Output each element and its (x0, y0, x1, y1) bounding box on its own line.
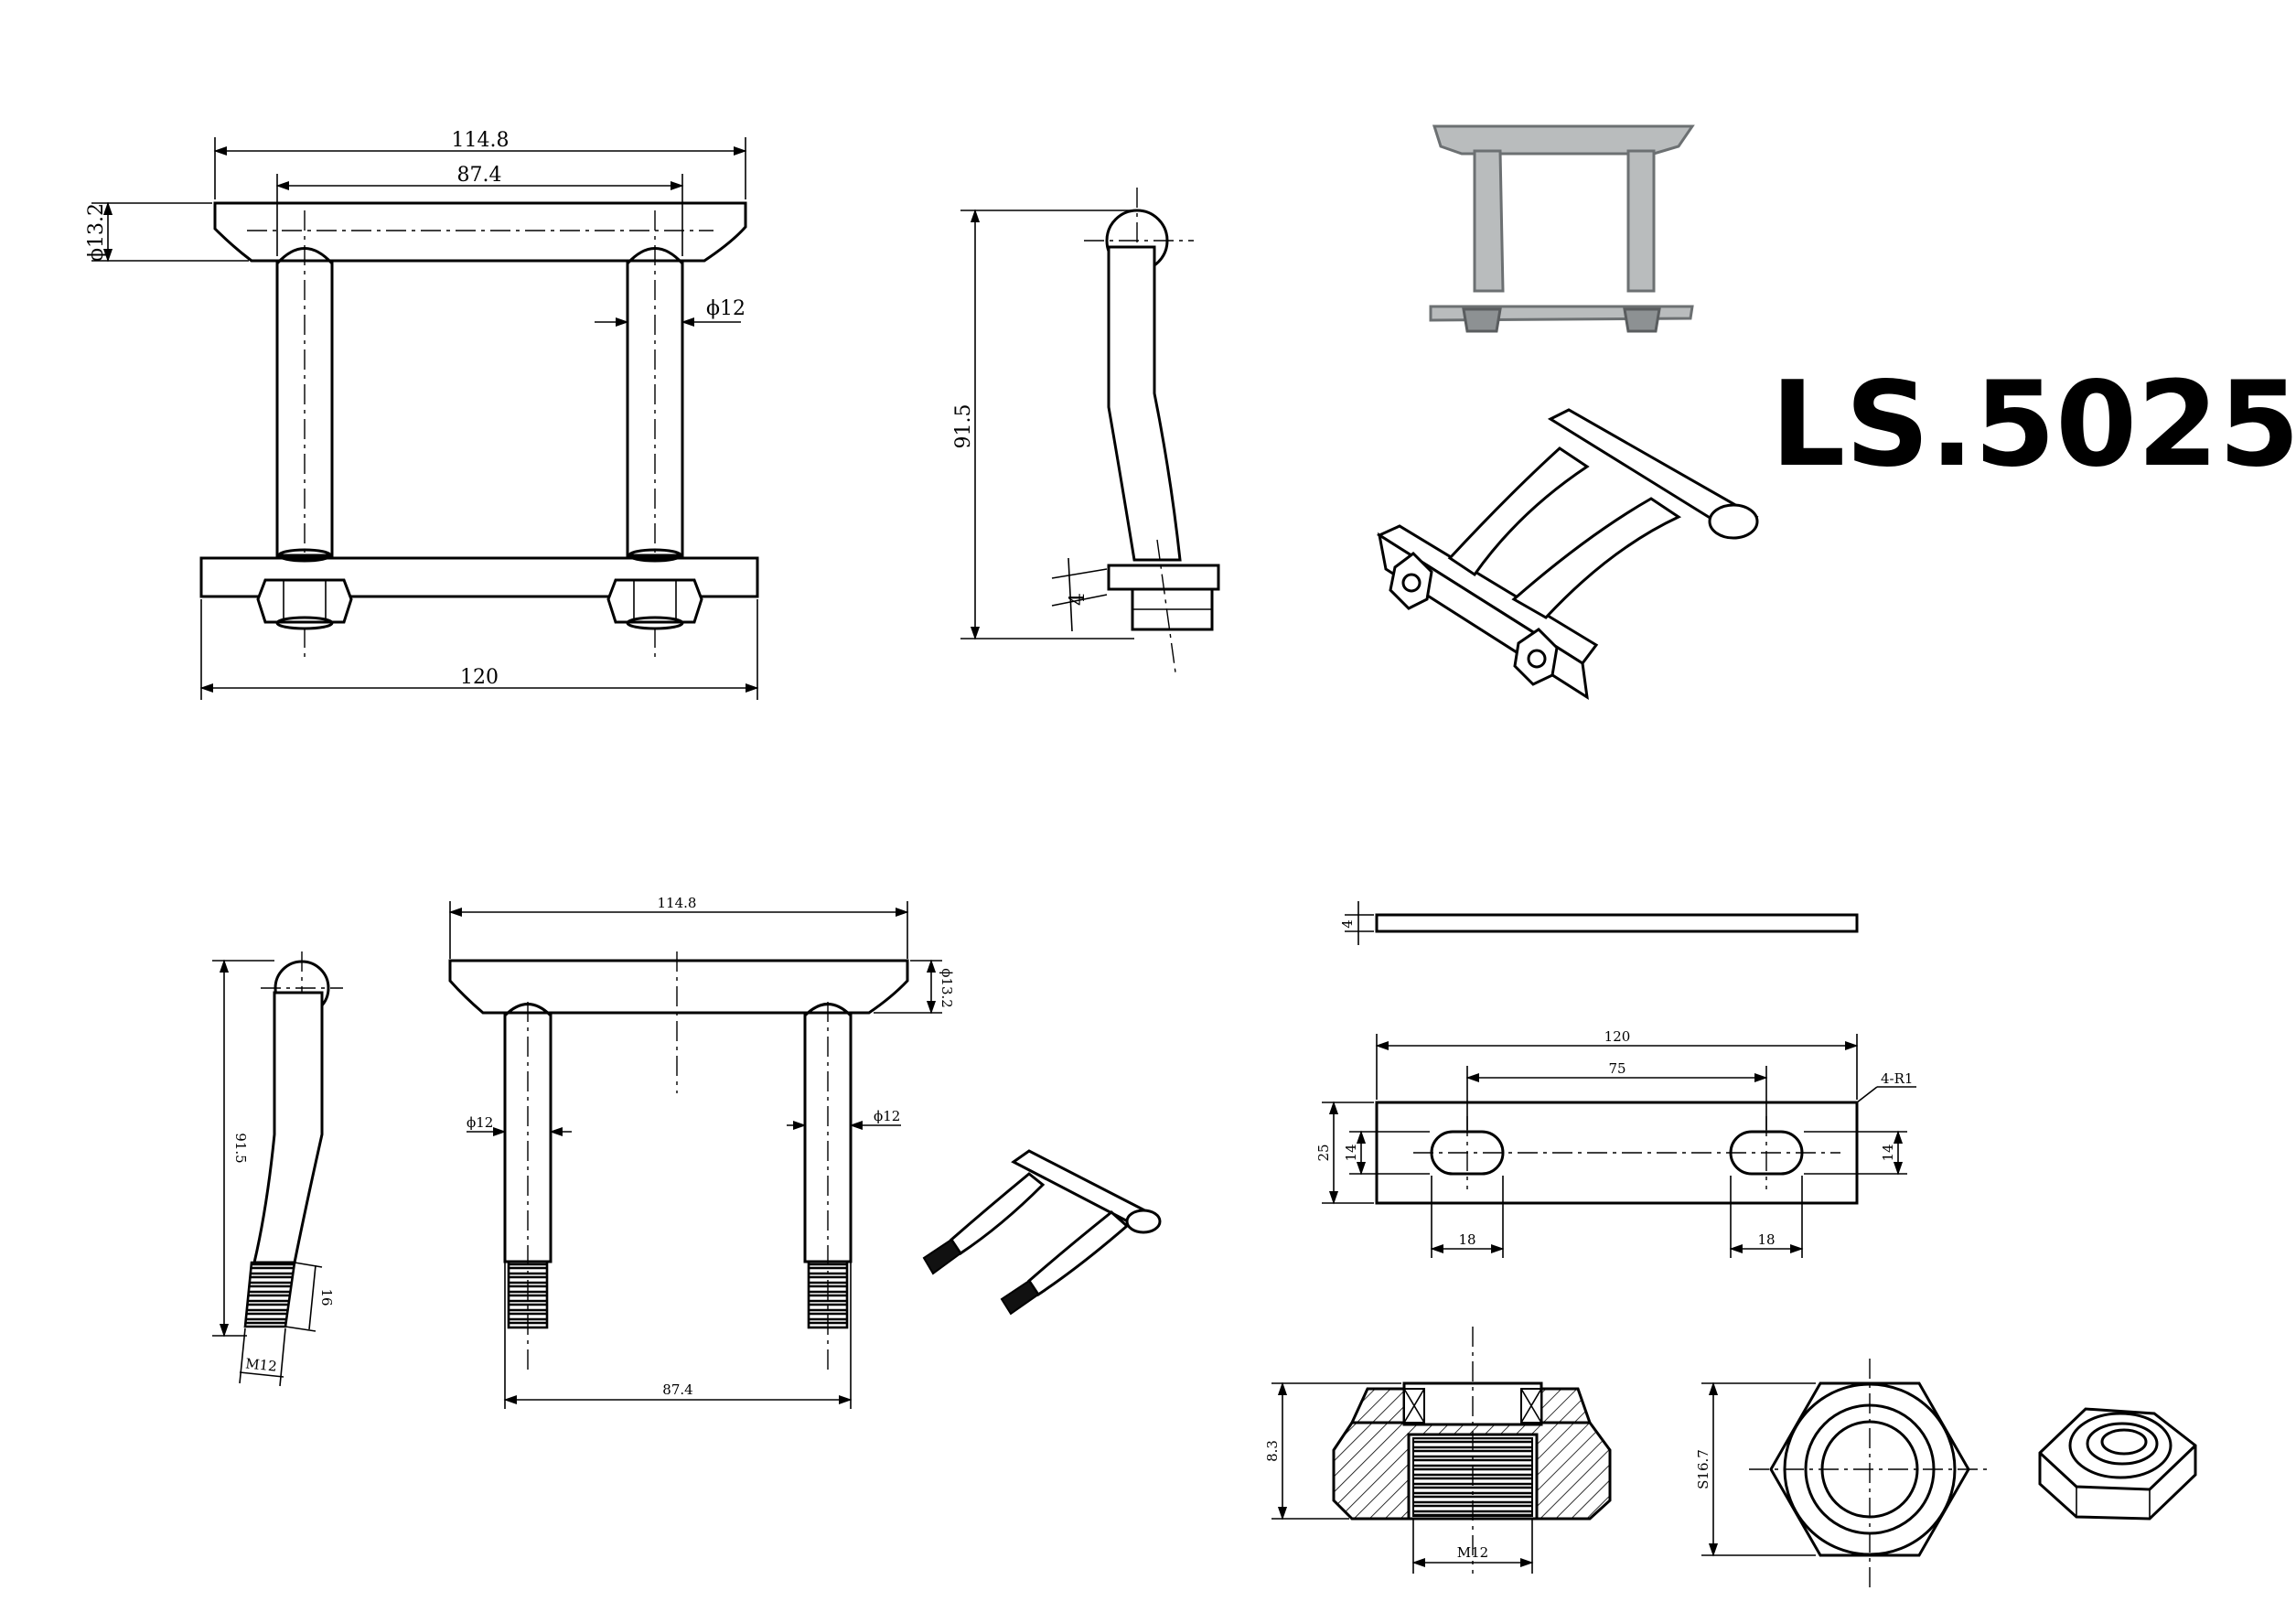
dim-width-top: 114.8 (452, 129, 510, 152)
dim-bar-diameter: ϕ13.2 (85, 203, 108, 262)
isometric-u-bolt-icon (922, 1149, 1162, 1316)
dim-plate-thickness: 4 (1067, 593, 1089, 606)
dim-bottom-leg-right: ϕ12 (874, 1108, 900, 1124)
dim-across-flats: S16.7 (1695, 1449, 1711, 1489)
dim-bottom-side-height: 91.5 (232, 1133, 249, 1163)
photo-product-icon (1429, 124, 1695, 333)
dim-bottom-leg-left: ϕ12 (467, 1114, 493, 1131)
nut-section-drawing: 8.3 M12 (1264, 1327, 1612, 1574)
dim-corner-radius: 4-R1 (1881, 1070, 1913, 1087)
dim-nut-height: 8.3 (1264, 1440, 1281, 1462)
dim-bottom-leg-spacing: 87.4 (662, 1381, 692, 1398)
front-view-drawing: 114.8 87.4 ϕ13.2 ϕ12 120 (85, 129, 759, 700)
plate-drawing: 4 120 75 4-R1 25 14 14 (1315, 901, 1916, 1258)
bottom-side-view-drawing: 91.5 16 M12 (212, 951, 343, 1387)
dim-plate-drawing-thickness: 4 (1339, 919, 1356, 929)
dim-plate-length: 120 (1604, 1028, 1631, 1045)
dim-plate-height: 25 (1315, 1144, 1332, 1161)
dim-slot-height-right: 14 (1880, 1144, 1896, 1161)
dim-leg-spacing: 87.4 (457, 164, 502, 187)
dim-bottom-width-top: 114.8 (658, 895, 697, 911)
dim-side-height: 91.5 (952, 404, 975, 449)
dim-bottom-thread: M12 (244, 1355, 277, 1375)
bottom-front-view-drawing: 114.8 ϕ13.2 ϕ12 ϕ12 87.4 (448, 895, 955, 1409)
side-view-drawing: 91.5 4 (952, 188, 1220, 673)
dim-plate-width: 120 (460, 666, 499, 689)
dim-slot-width-right: 18 (1757, 1231, 1775, 1248)
dim-nut-thread: M12 (1457, 1544, 1488, 1561)
dim-leg-diameter: ϕ12 (706, 297, 746, 320)
nut-top-view-drawing: S16.7 (1695, 1359, 1990, 1587)
model-number: LS.5025 (1771, 357, 2296, 493)
isometric-assembly-icon (1376, 408, 1759, 700)
dim-bottom-bar-diameter: ϕ13.2 (939, 968, 955, 1008)
isometric-nut-icon (2038, 1407, 2197, 1521)
dim-slot-width-left: 18 (1458, 1231, 1475, 1248)
dim-slot-height-left: 14 (1343, 1144, 1359, 1161)
dim-thread-length: 16 (318, 1288, 335, 1306)
dim-slot-spacing: 75 (1608, 1060, 1625, 1077)
